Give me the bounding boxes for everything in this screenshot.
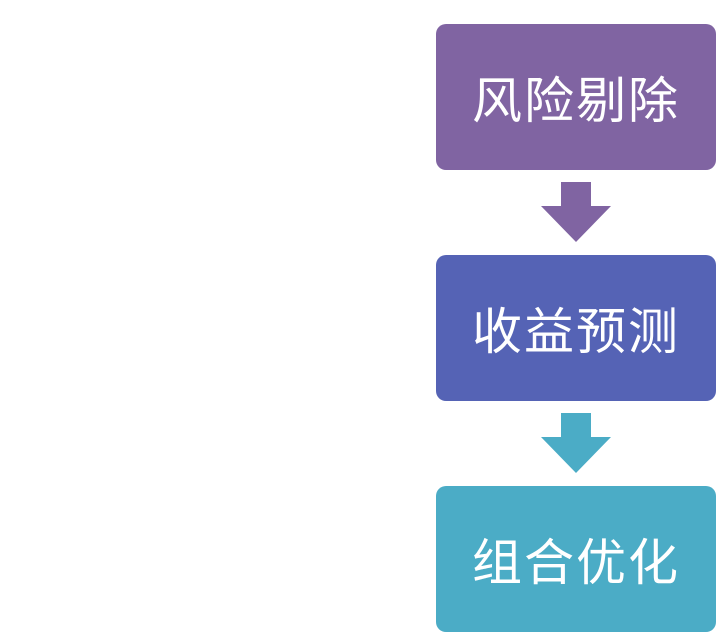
down-arrow-icon	[541, 182, 611, 242]
arrow-shape	[541, 182, 611, 242]
down-arrow-icon	[541, 413, 611, 473]
arrow-shape	[541, 413, 611, 473]
step-label: 收益预测	[472, 303, 680, 361]
step-box-risk-removal: 风险剔除	[436, 24, 716, 170]
step-label: 组合优化	[472, 534, 680, 592]
step-box-portfolio-optimization: 组合优化	[436, 486, 716, 632]
step-label: 风险剔除	[472, 72, 680, 130]
step-box-return-forecast: 收益预测	[436, 255, 716, 401]
